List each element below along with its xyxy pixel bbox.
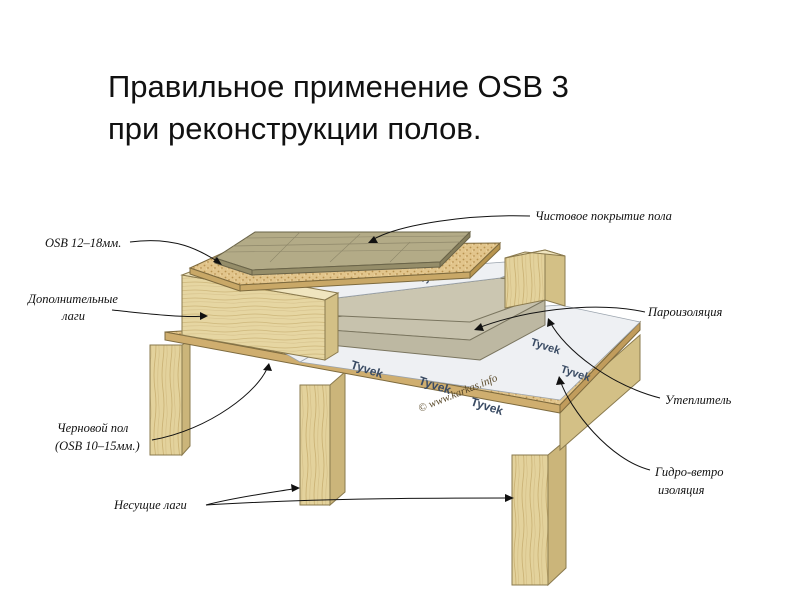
label-rough-floor-2: (OSB 10–15мм.) <box>55 439 140 453</box>
arrow-osb-top <box>213 257 222 265</box>
leader-finish-floor <box>371 215 531 241</box>
label-bearing-joists: Несущие лаги <box>113 498 187 512</box>
label-wind-1: Гидро-ветро <box>654 465 723 479</box>
arrow-insulation <box>547 318 555 327</box>
bearing-joist-middle <box>299 370 346 507</box>
leader-osb-top <box>129 240 221 264</box>
insulation <box>319 269 546 361</box>
label-finish-floor: Чистовое покрытие пола <box>535 209 672 223</box>
arrow-vapor-barrier <box>474 323 484 331</box>
arrow-bearing-2 <box>505 494 514 502</box>
arrow-wind-membrane <box>556 376 565 385</box>
label-extra-joists-2: лаги <box>61 309 85 323</box>
extra-joist-right <box>504 249 566 309</box>
arrow-bearing-1 <box>291 484 300 492</box>
arrow-rough-floor <box>263 363 272 371</box>
bearing-joist-back <box>149 339 191 457</box>
label-vapor-barrier: Пароизоляция <box>647 305 722 319</box>
leader-wind-membrane <box>559 379 651 471</box>
leader-extra-joists <box>111 309 206 318</box>
arrow-finish-floor <box>368 236 378 243</box>
title-line-2: при реконструкции полов. <box>108 111 482 146</box>
label-wind-2: изоляция <box>658 483 705 497</box>
label-insulation: Утеплитель <box>665 393 732 407</box>
label-osb-top: OSB 12–18мм. <box>45 236 121 250</box>
leader-vapor-barrier <box>477 306 646 329</box>
leader-lines <box>111 215 661 506</box>
leader-rough-floor <box>151 365 269 441</box>
leader-insulation <box>549 321 661 399</box>
finish-floor-laminate <box>213 230 472 276</box>
page-title: Правильное применение OSB 3 при реконстр… <box>108 66 569 150</box>
bearing-joist-front <box>511 438 567 587</box>
arrow-extra-joists <box>200 312 208 320</box>
label-rough-floor-1: Черновой пол <box>57 421 129 435</box>
leader-bearing-2 <box>205 497 511 506</box>
label-extra-joists-1: Дополнительные <box>27 292 118 306</box>
title-line-1: Правильное применение OSB 3 <box>108 69 569 104</box>
